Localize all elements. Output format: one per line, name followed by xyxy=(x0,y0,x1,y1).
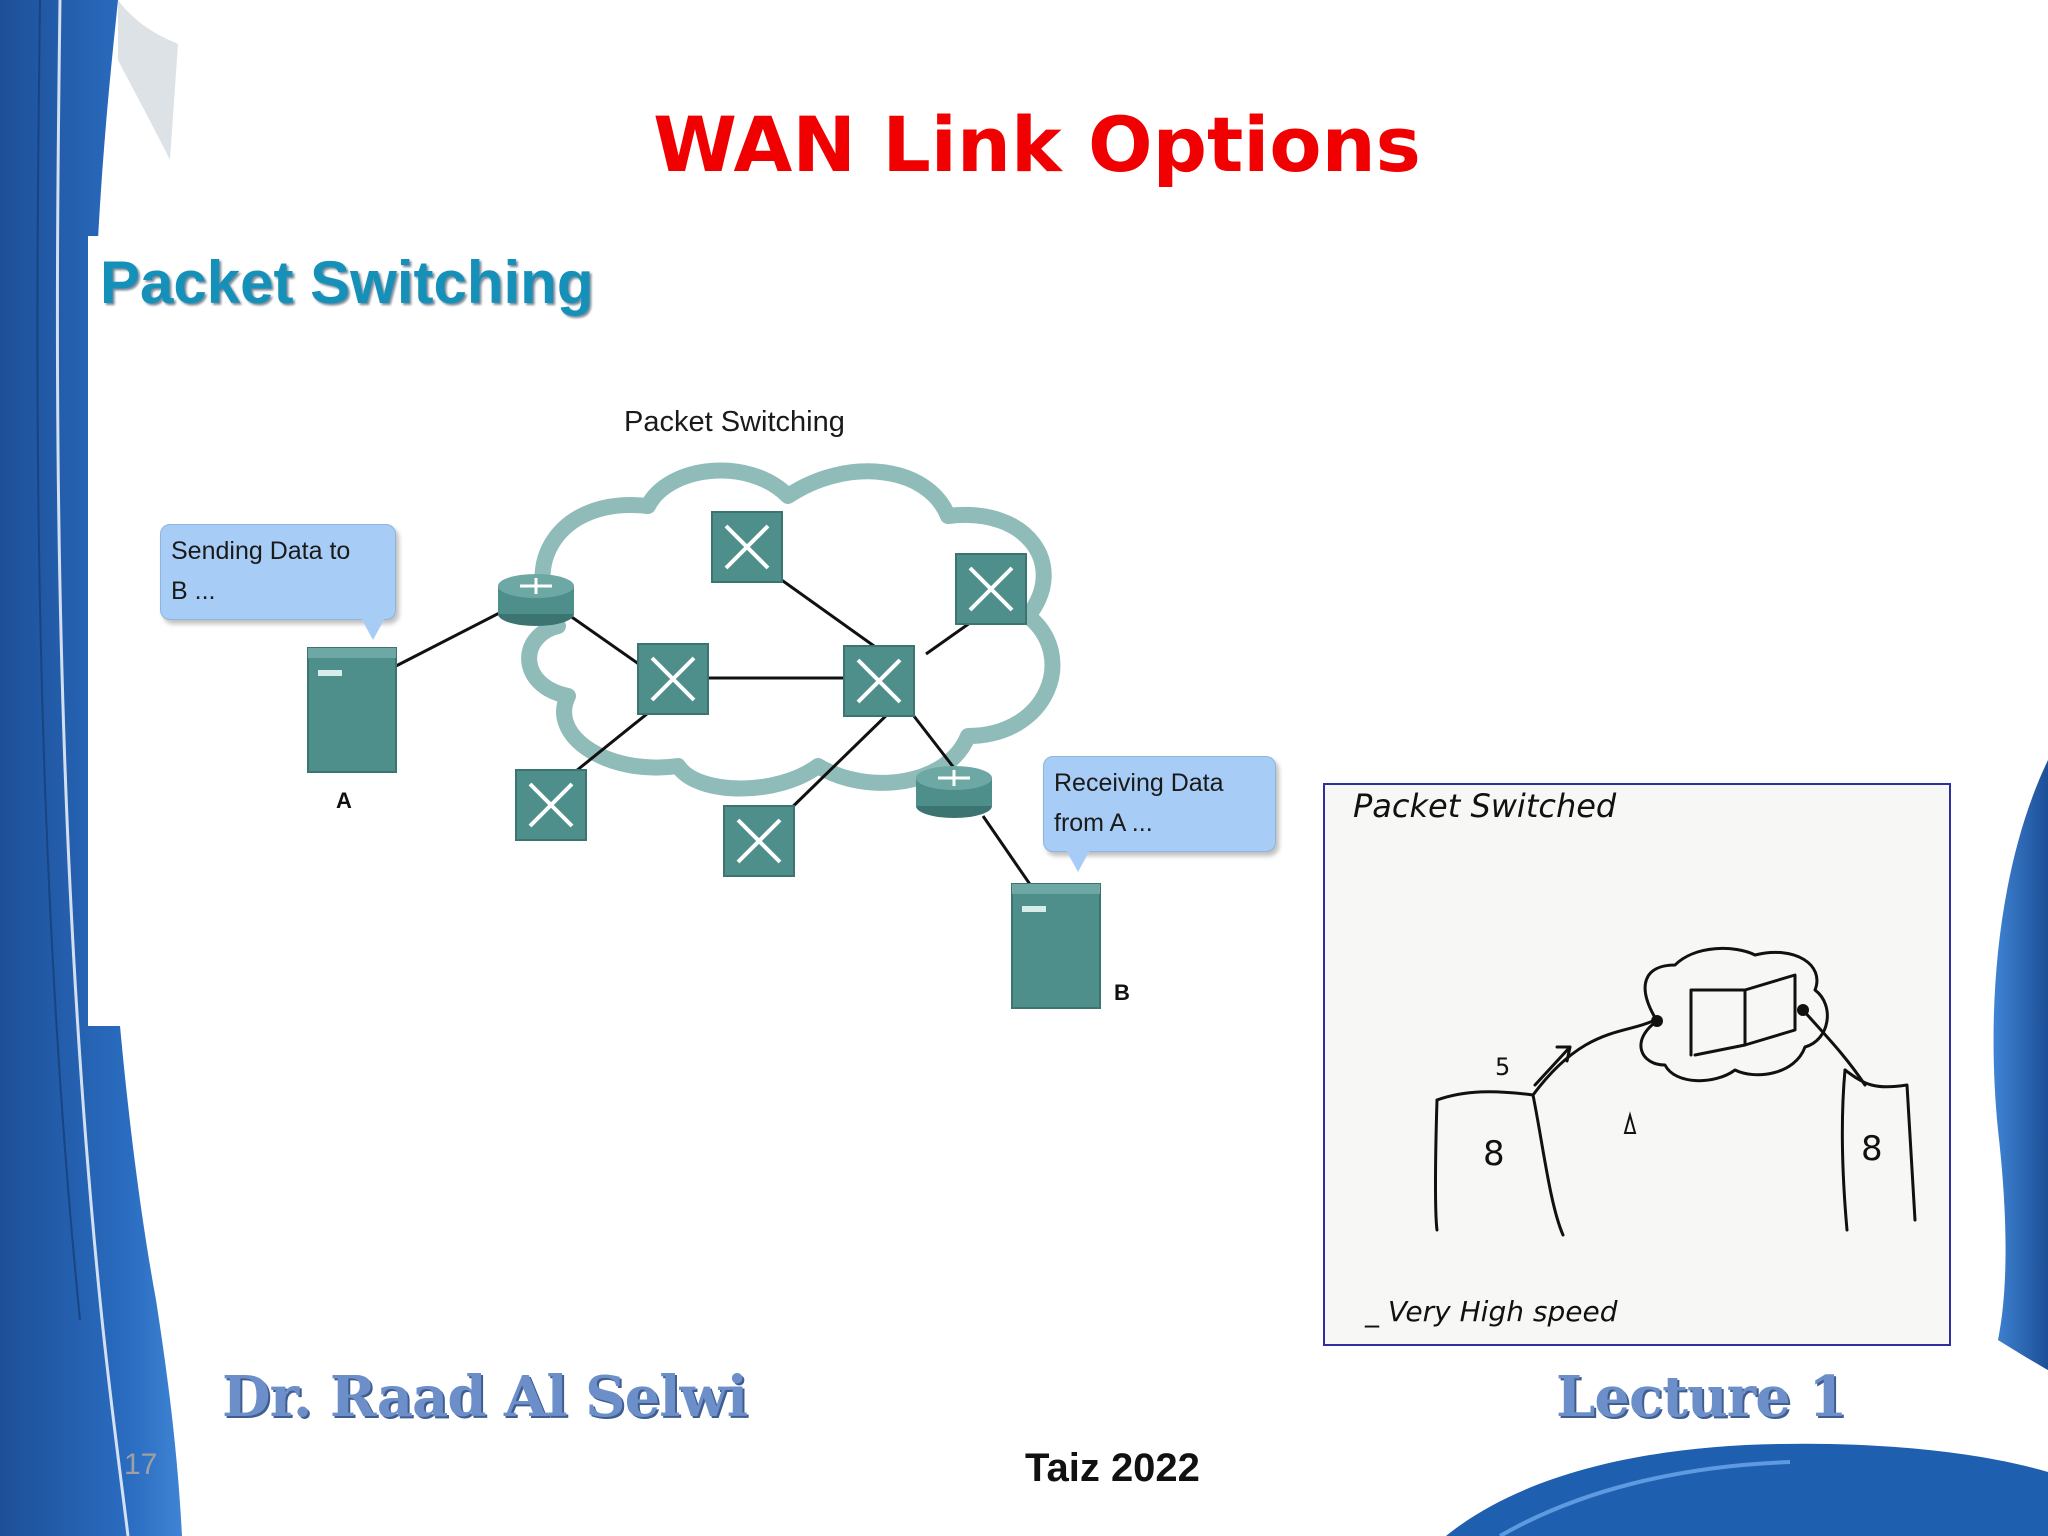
bubble-tail xyxy=(361,618,385,640)
sketch-note: _ Very High speed xyxy=(1364,1295,1618,1328)
switch-icon xyxy=(637,643,709,715)
switch-icon xyxy=(843,645,915,717)
packet-switching-figure: Packet Switching xyxy=(88,236,1328,1026)
bubble-text-line: Receiving Data xyxy=(1054,769,1224,797)
bubble-tail xyxy=(1066,850,1090,872)
switch-icon xyxy=(515,769,587,841)
sketch-host-mark: 8 xyxy=(1483,1134,1505,1174)
server-icon xyxy=(307,647,397,773)
author-name: Dr. Raad Al Selwi xyxy=(222,1364,748,1430)
router-icon xyxy=(498,574,574,626)
footer-location-year: Taiz 2022 xyxy=(1025,1446,1200,1490)
sketch-heading: Packet Switched xyxy=(1353,787,1617,825)
bubble-text-line: Sending Data to xyxy=(171,537,351,565)
bubble-text-line: B ... xyxy=(171,577,216,605)
network-diagram xyxy=(307,462,1101,1009)
router-icon xyxy=(916,766,992,818)
sketch-drawing: Packet Switched 5 8 8 _ Very High speed xyxy=(1353,787,1917,1328)
receiver-speech-bubble: Receiving Data from A ... xyxy=(1043,756,1276,872)
sketch-arrow-mark: 5 xyxy=(1495,1053,1510,1081)
wan-cloud xyxy=(521,462,1061,797)
diagram-title: Packet Switching xyxy=(624,406,845,438)
sketch-host-mark: 8 xyxy=(1861,1129,1883,1169)
switch-icon xyxy=(955,553,1027,625)
slide-number: 17 xyxy=(124,1448,158,1481)
switch-icon xyxy=(723,805,795,877)
slide-title: WAN Link Options xyxy=(653,100,1421,189)
lecture-label: Lecture 1 xyxy=(1556,1364,1847,1430)
bubble-text-line: from A ... xyxy=(1054,809,1153,837)
figure-heading: Packet Switching xyxy=(100,249,594,316)
cursor-mark xyxy=(1623,1111,1637,1134)
server-icon xyxy=(1011,883,1101,1009)
switch-icon xyxy=(711,511,783,583)
node-a-label: A xyxy=(336,788,352,813)
node-b-label: B xyxy=(1114,980,1130,1005)
hand-sketch-panel: Packet Switched 5 8 8 _ Very High speed xyxy=(1323,783,1951,1346)
sender-speech-bubble: Sending Data to B ... xyxy=(160,524,396,640)
